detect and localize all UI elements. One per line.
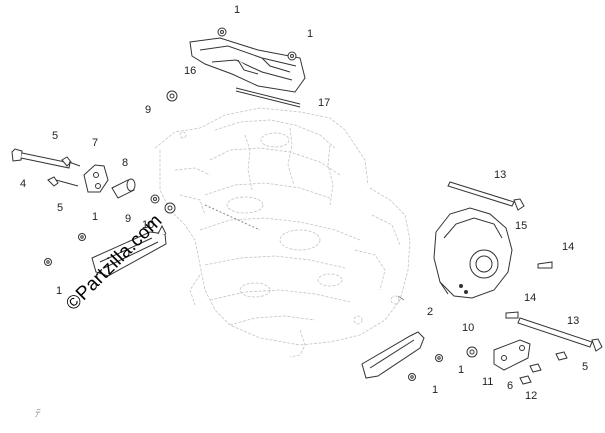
callout-label: 8 xyxy=(122,157,129,169)
right-lower-bracket xyxy=(361,331,425,379)
top-nuts xyxy=(166,27,297,102)
long-bolt-13-top xyxy=(447,181,525,211)
engine-detail-rod xyxy=(204,204,405,301)
bolt-14-right xyxy=(505,261,553,319)
nut-9-left xyxy=(150,194,176,214)
small-markers xyxy=(459,284,468,294)
callout-label: 1 xyxy=(56,285,63,297)
callout-label: 5 xyxy=(57,202,64,214)
corner-mark: ﾃ xyxy=(34,408,40,420)
callout-label: 1 xyxy=(458,364,465,376)
callout-label: 14 xyxy=(562,241,575,253)
callout-label: 17 xyxy=(318,97,331,109)
callout-label: 6 xyxy=(507,380,514,392)
callout-label: 1 xyxy=(432,384,439,396)
callout-label: 13 xyxy=(567,315,580,327)
callout-label: 4 xyxy=(20,178,27,190)
left-bolt-5 xyxy=(47,156,81,187)
left-bolt-4 xyxy=(11,148,71,169)
callout-label: 14 xyxy=(524,292,537,304)
callout-label: 9 xyxy=(145,104,152,116)
callout-label: 9 xyxy=(125,213,132,225)
callout-label: 7 xyxy=(92,137,99,149)
callout-label: 1 xyxy=(92,211,99,223)
callout-label: 10 xyxy=(462,322,475,334)
callout-label: 10 xyxy=(142,219,155,231)
nuts-lower-left xyxy=(44,233,86,266)
callout-label: 12 xyxy=(525,390,538,402)
callout-label: 2 xyxy=(427,306,434,318)
right-cover xyxy=(433,207,513,299)
callout-label: 5 xyxy=(582,361,589,373)
callout-label: 11 xyxy=(482,376,494,388)
long-bolt-13-bottom xyxy=(517,317,603,352)
callout-label: 5 xyxy=(52,130,59,142)
linkage-6 xyxy=(493,339,531,371)
callout-label: 1 xyxy=(307,28,314,40)
nuts-right-lower xyxy=(408,346,568,385)
callout-label: 13 xyxy=(494,169,507,181)
bushing-8 xyxy=(111,178,136,199)
top-guard-plate xyxy=(189,37,306,93)
lower-left-bracket xyxy=(91,224,167,277)
engine-block xyxy=(154,107,411,358)
callout-label: 16 xyxy=(184,65,197,77)
rod-17 xyxy=(235,87,301,108)
callout-label: 15 xyxy=(515,220,528,232)
callout-label: 1 xyxy=(234,4,241,16)
linkage-7 xyxy=(83,164,109,193)
